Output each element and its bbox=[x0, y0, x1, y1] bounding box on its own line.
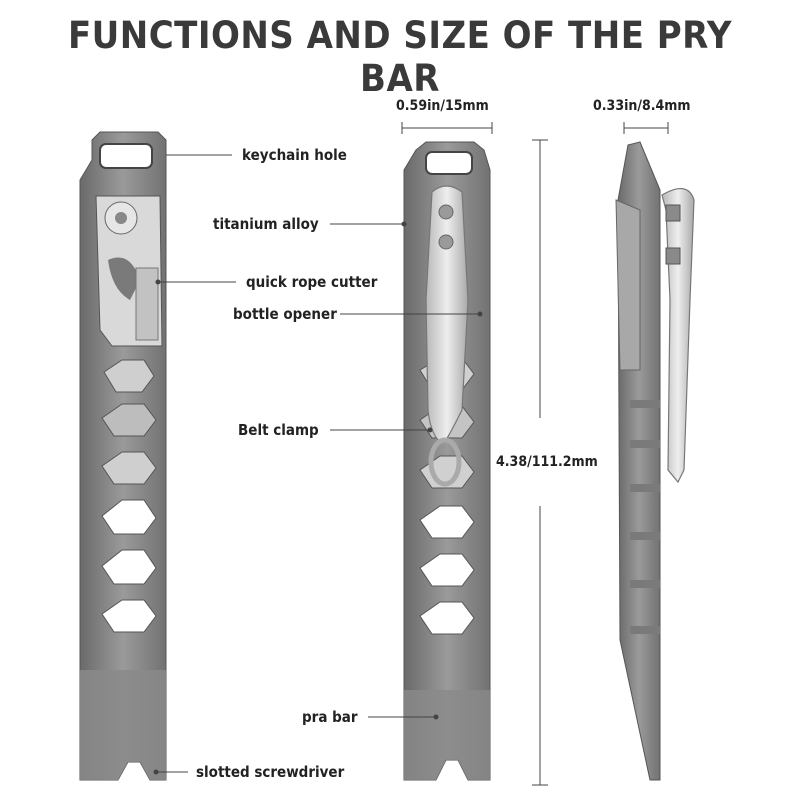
label-titanium-alloy: titanium alloy bbox=[213, 215, 319, 233]
label-bottle-opener: bottle opener bbox=[233, 305, 337, 323]
belt-clip bbox=[425, 185, 469, 441]
label-keychain-hole: keychain hole bbox=[242, 146, 347, 164]
right-pry-bar bbox=[615, 141, 695, 781]
page-title: FUNCTIONS AND SIZE OF THE PRY BAR bbox=[67, 14, 733, 100]
keychain-hole-left bbox=[99, 143, 153, 169]
belt-clip-side bbox=[661, 188, 695, 484]
middle-pry-bar bbox=[403, 141, 491, 781]
leader-lines bbox=[153, 154, 483, 775]
left-pry-bar bbox=[79, 131, 167, 781]
dimension-width: 0.59in/15mm bbox=[396, 98, 489, 114]
dimension-lines bbox=[401, 122, 669, 786]
label-pra-bar: pra bar bbox=[302, 708, 358, 726]
keychain-hole-middle bbox=[425, 151, 473, 175]
label-belt-clamp: Belt clamp bbox=[238, 421, 319, 439]
label-quick-rope-cutter: quick rope cutter bbox=[246, 273, 378, 291]
label-slotted-screwdriver: slotted screwdriver bbox=[196, 763, 345, 781]
dimension-length: 4.38/111.2mm bbox=[496, 454, 598, 470]
dimension-thickness: 0.33in/8.4mm bbox=[593, 98, 691, 114]
